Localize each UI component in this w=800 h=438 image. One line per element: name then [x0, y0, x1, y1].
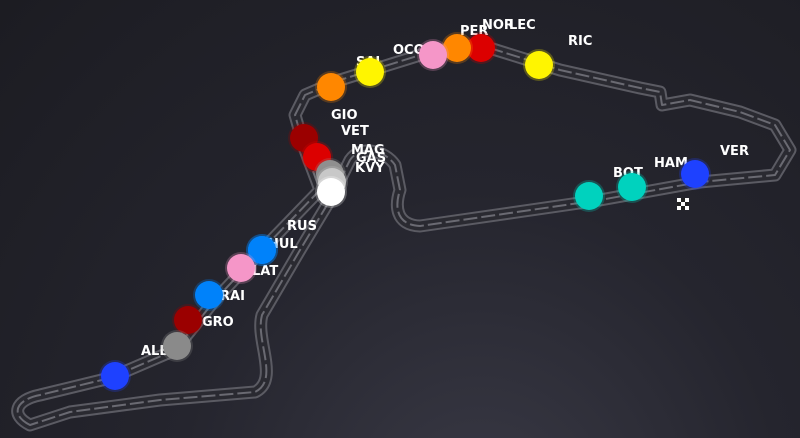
driver-label: GRO — [202, 315, 234, 330]
flag-square — [681, 206, 685, 210]
flag-square — [685, 206, 689, 210]
flag-square — [677, 206, 681, 210]
driver-label: RIC — [568, 34, 592, 49]
driver-label: VER — [720, 144, 749, 159]
driver-label: ALB — [141, 344, 169, 359]
car-marker-oco[interactable] — [356, 58, 384, 86]
driver-label: GIO — [331, 108, 358, 123]
driver-label: MAG — [351, 143, 385, 158]
driver-label: GAS — [356, 151, 386, 166]
car-marker-rai[interactable] — [195, 281, 223, 309]
flag-square — [677, 202, 681, 206]
driver-label: LEC — [509, 18, 536, 33]
car-marker-gro[interactable] — [174, 306, 202, 334]
flag-square — [685, 202, 689, 206]
car-marker-nor[interactable] — [443, 34, 471, 62]
car-marker-lat[interactable] — [227, 254, 255, 282]
driver-label: KVY — [355, 161, 385, 176]
driver-label: NOR — [482, 18, 514, 33]
car-marker-ham[interactable] — [618, 173, 646, 201]
flag-square — [681, 202, 685, 206]
car-marker-ric[interactable] — [525, 51, 553, 79]
checkered-flag-icon — [677, 198, 689, 210]
car-marker-lec[interactable] — [467, 34, 495, 62]
driver-label: OCO — [393, 43, 425, 58]
car-marker-per[interactable] — [419, 41, 447, 69]
flag-square — [685, 198, 689, 202]
driver-label: VET — [341, 124, 369, 139]
car-marker-kvy[interactable] — [317, 178, 345, 206]
driver-label: RUS — [287, 219, 317, 234]
flag-square — [681, 198, 685, 202]
flag-square — [677, 198, 681, 202]
car-marker-sai[interactable] — [317, 73, 345, 101]
car-marker-alb2[interactable] — [101, 362, 129, 390]
car-marker-ver[interactable] — [681, 160, 709, 188]
car-marker-hul[interactable] — [248, 236, 276, 264]
driver-label: LAT — [252, 264, 278, 279]
car-marker-alb[interactable] — [163, 332, 191, 360]
car-marker-bot[interactable] — [575, 182, 603, 210]
driver-label: RAI — [220, 289, 245, 304]
driver-label: HAM — [654, 156, 688, 171]
track — [11, 38, 797, 432]
